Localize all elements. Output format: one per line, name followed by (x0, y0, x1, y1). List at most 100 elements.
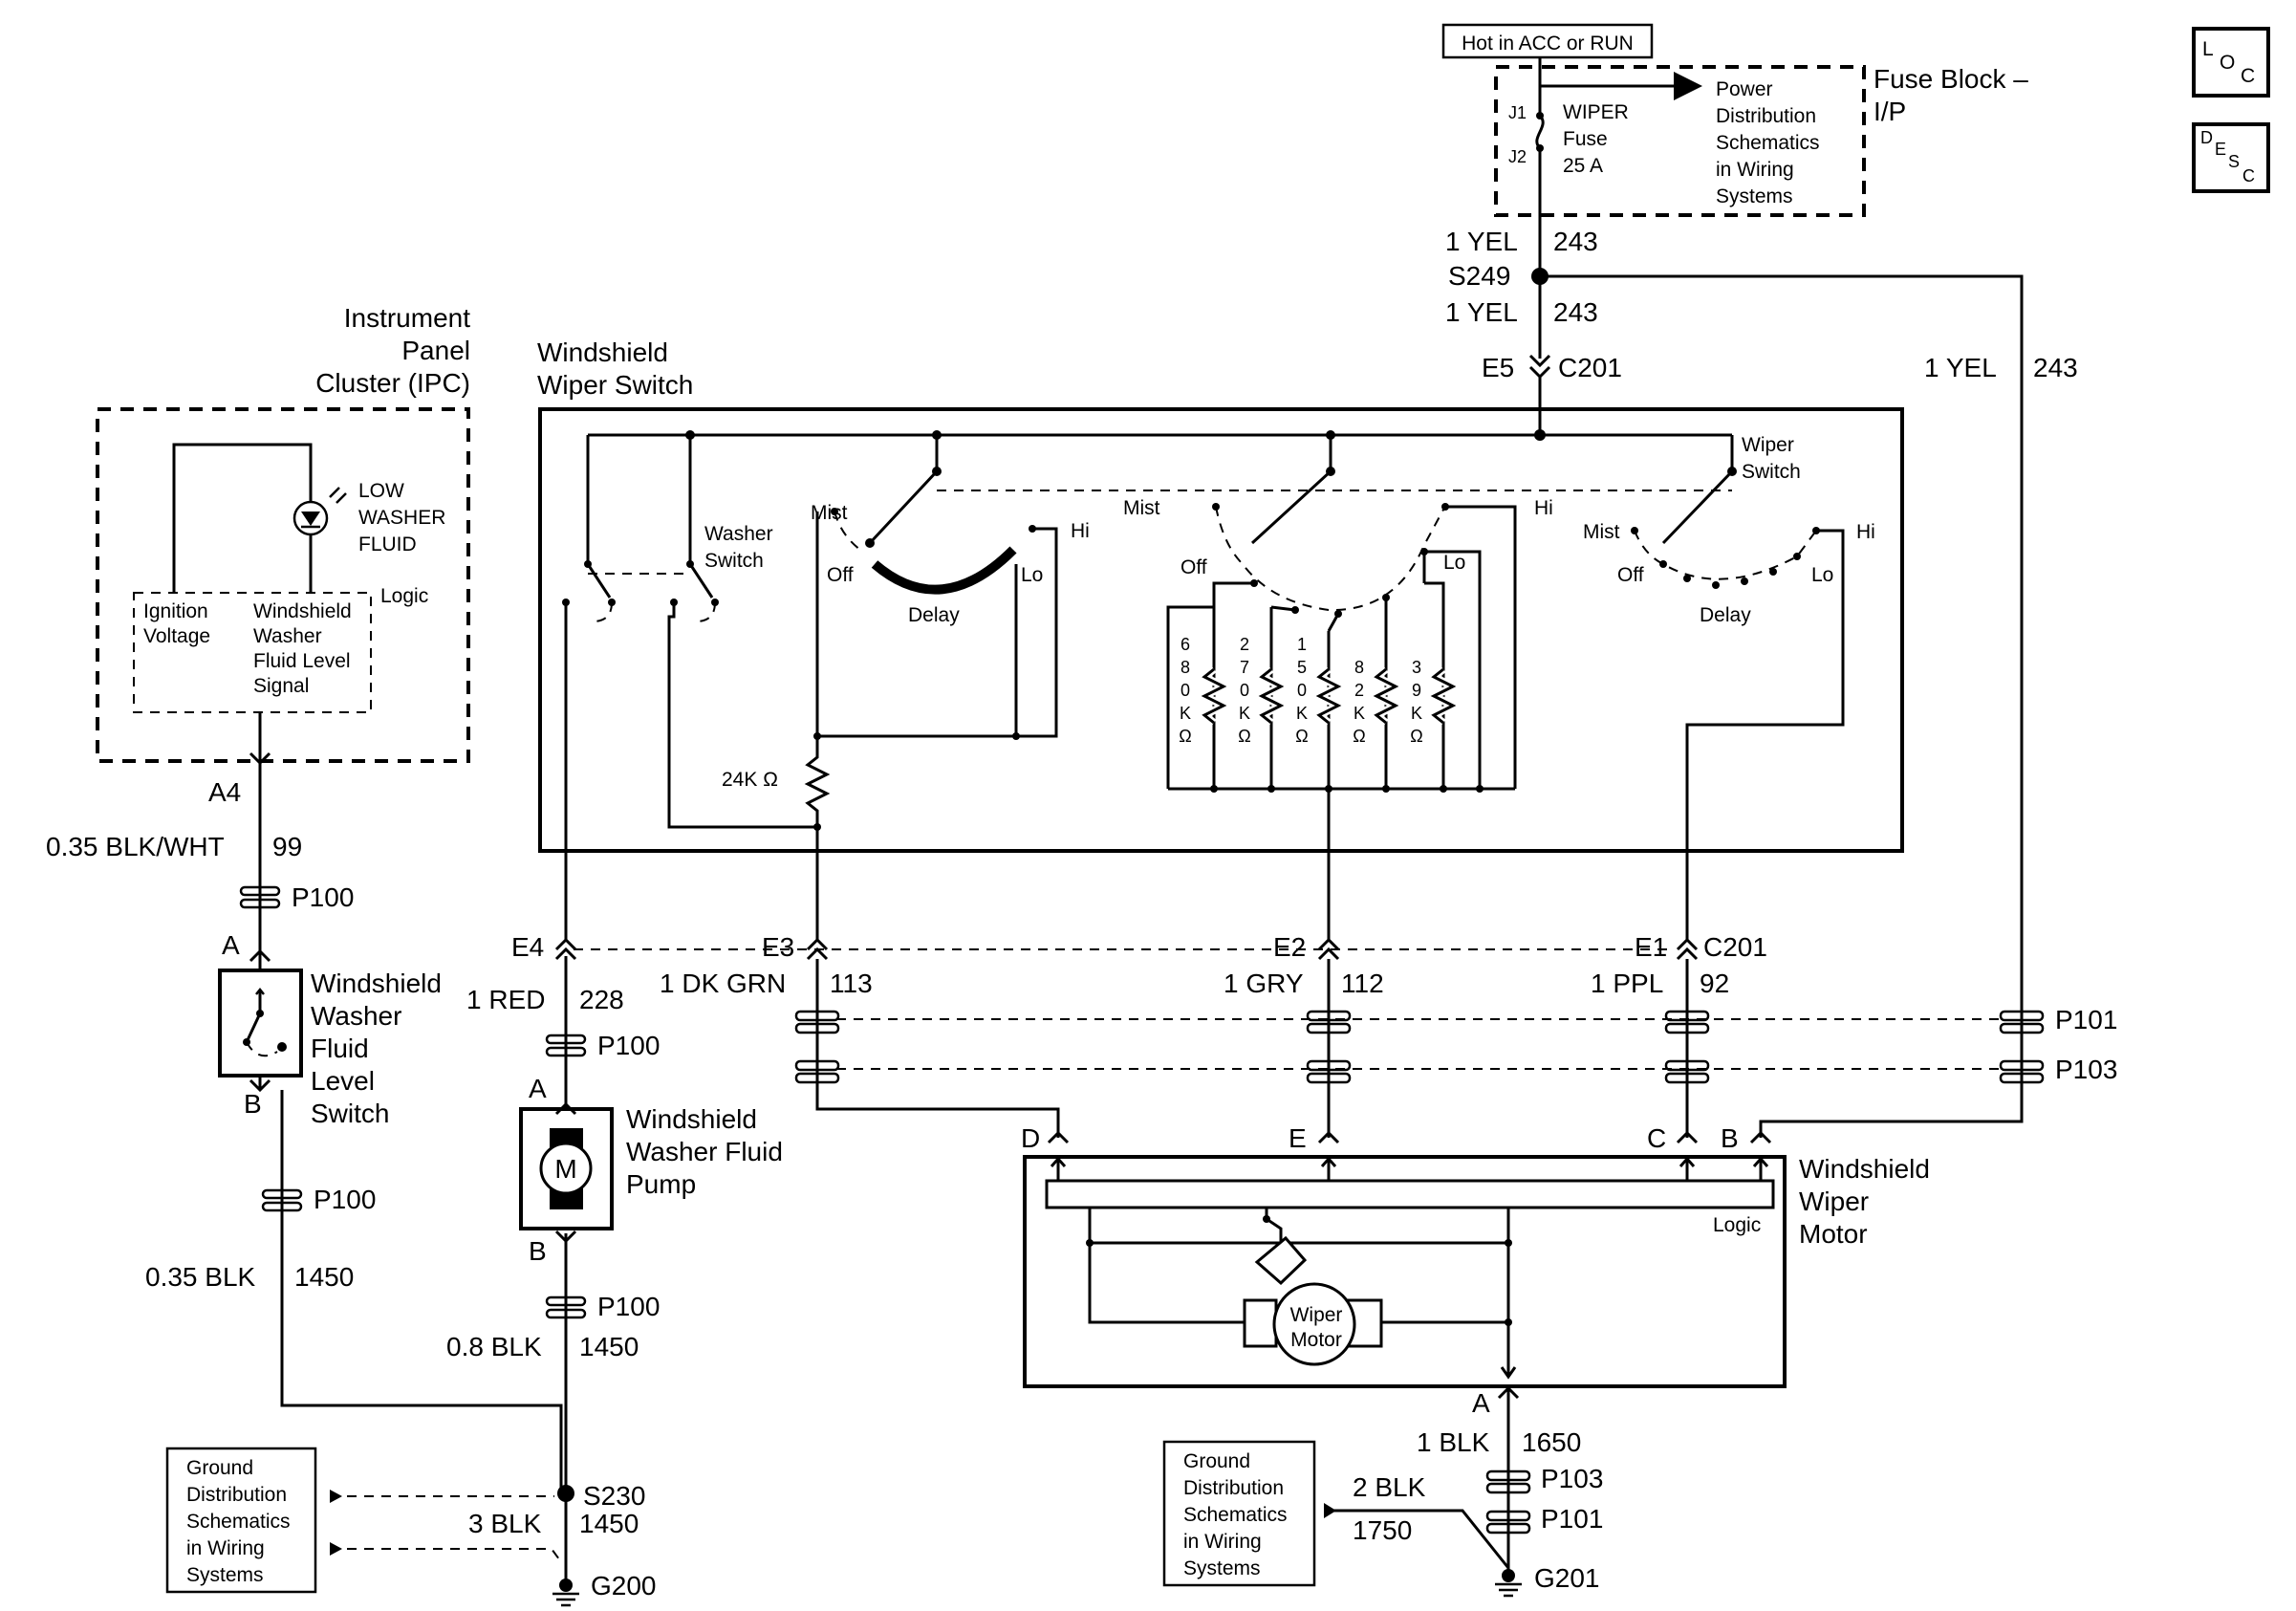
svg-text:Fluid Level: Fluid Level (253, 650, 351, 672)
svg-text:Schematics: Schematics (1183, 1504, 1288, 1526)
svg-text:Lo: Lo (1443, 552, 1465, 574)
p101-p103-inline-connectors-icon (794, 1010, 2045, 1084)
svg-text:C: C (2242, 166, 2255, 185)
svg-text:P100: P100 (292, 882, 354, 912)
svg-text:Hot in ACC or RUN: Hot in ACC or RUN (1462, 33, 1634, 54)
svg-text:Washer: Washer (704, 523, 773, 545)
ground-distribution-ref-left: Ground Distribution Schematics in Wiring… (165, 1447, 563, 1594)
loc-icon[interactable]: L O C (2192, 27, 2270, 98)
svg-text:G201: G201 (1534, 1563, 1600, 1593)
svg-text:2: 2 (1240, 635, 1249, 654)
svg-text:Motor: Motor (1799, 1219, 1868, 1249)
svg-text:Ground: Ground (186, 1457, 253, 1479)
svg-text:B: B (1721, 1123, 1739, 1153)
svg-text:Off: Off (1180, 556, 1207, 578)
wire-0.35-blk-1450 (280, 1090, 563, 1493)
svg-text:9: 9 (1412, 681, 1421, 700)
connector-e5-icon (1528, 354, 1551, 380)
svg-text:E: E (2215, 140, 2226, 159)
svg-text:Level: Level (311, 1066, 375, 1096)
svg-text:1 PPL: 1 PPL (1591, 969, 1663, 998)
svg-text:Instrument: Instrument (344, 303, 470, 333)
svg-text:Fuse Block –: Fuse Block – (1874, 64, 2028, 94)
svg-text:S230: S230 (583, 1481, 645, 1511)
svg-text:in Wiring: in Wiring (1716, 159, 1794, 181)
svg-text:A: A (222, 930, 240, 960)
svg-text:Delay: Delay (1700, 604, 1751, 626)
svg-text:Mist: Mist (1583, 521, 1620, 543)
wiper-motor-icon: Wiper Motor (1243, 1235, 1383, 1366)
hot-in-acc-run-label: Hot in ACC or RUN (1441, 23, 1654, 59)
svg-text:1 YEL: 1 YEL (1924, 353, 1997, 382)
svg-text:K: K (1180, 704, 1191, 723)
svg-text:1: 1 (1297, 635, 1307, 654)
svg-text:113: 113 (830, 969, 873, 998)
svg-text:1450: 1450 (579, 1509, 639, 1538)
svg-text:Off: Off (827, 564, 854, 586)
svg-text:D: D (2200, 128, 2213, 147)
p100-inline-connector-icon (545, 1295, 587, 1319)
svg-text:Wiper Switch: Wiper Switch (537, 370, 693, 400)
svg-text:A: A (1472, 1388, 1490, 1418)
svg-text:0.35 BLK: 0.35 BLK (145, 1262, 256, 1292)
svg-text:P100: P100 (597, 1292, 660, 1321)
resistor-labels: 6 8 0 K Ω 2 7 0 K Ω 1 5 0 K Ω 8 2 K Ω 3 … (1179, 635, 1422, 746)
svg-text:228: 228 (579, 985, 624, 1014)
svg-text:Cluster (IPC): Cluster (IPC) (315, 368, 470, 398)
svg-text:Washer: Washer (311, 1001, 401, 1031)
svg-text:C201: C201 (1558, 353, 1622, 382)
svg-text:1750: 1750 (1353, 1515, 1412, 1545)
svg-text:E5: E5 (1482, 353, 1514, 382)
svg-text:K: K (1296, 704, 1308, 723)
windshield-washer-fluid-level-switch: Windshield Washer Fluid Level Switch (218, 969, 442, 1128)
svg-text:Washer: Washer (253, 625, 322, 647)
svg-text:243: 243 (2033, 353, 2078, 382)
wire-243-to-motor-b (1540, 274, 2024, 1012)
svg-text:Systems: Systems (1716, 185, 1793, 207)
low-washer-fluid-lamp-icon (292, 487, 347, 536)
svg-text:8: 8 (1180, 658, 1190, 677)
connector-a4-icon (249, 751, 271, 766)
svg-text:J2: J2 (1508, 147, 1527, 166)
svg-text:D: D (1021, 1123, 1040, 1153)
svg-text:Hi: Hi (1534, 497, 1553, 519)
svg-text:Power: Power (1716, 78, 1773, 100)
svg-text:C: C (2241, 65, 2255, 87)
svg-text:99: 99 (272, 832, 302, 861)
desc-icon[interactable]: D E S C (2192, 122, 2270, 193)
svg-text:5: 5 (1297, 658, 1307, 677)
svg-text:Wiper: Wiper (1799, 1186, 1869, 1216)
svg-text:Switch: Switch (1742, 461, 1801, 483)
svg-text:0: 0 (1240, 681, 1249, 700)
svg-text:1 YEL: 1 YEL (1445, 297, 1518, 327)
svg-text:Washer Fluid: Washer Fluid (626, 1137, 783, 1166)
windshield-washer-fluid-pump: M Windshield Washer Fluid Pump (519, 1104, 783, 1230)
svg-text:Systems: Systems (1183, 1557, 1261, 1579)
resistor-150k-icon (1310, 665, 1347, 727)
svg-text:0: 0 (1297, 681, 1307, 700)
svg-text:S: S (2228, 152, 2240, 171)
ground-distribution-ref-right: Ground Distribution Schematics in Wiring… (1162, 1440, 1316, 1587)
ground-g200-icon (552, 1578, 579, 1607)
svg-text:112: 112 (1341, 969, 1384, 998)
svg-text:O: O (2220, 52, 2235, 74)
svg-text:Schematics: Schematics (1716, 132, 1820, 154)
svg-text:Distribution: Distribution (186, 1484, 287, 1506)
svg-text:1450: 1450 (294, 1262, 354, 1292)
svg-text:Fluid: Fluid (311, 1034, 369, 1063)
fuse-block-ip: Fuse Block – I/P J1 J2 WIPER Fuse 25 A P… (1494, 57, 2028, 217)
svg-text:0.35 BLK/WHT: 0.35 BLK/WHT (46, 832, 225, 861)
svg-text:25 A: 25 A (1563, 155, 1603, 177)
connector-c201-icons (554, 937, 1699, 961)
resistor-270k-icon (1253, 665, 1289, 727)
svg-text:P103: P103 (1541, 1464, 1603, 1493)
svg-text:8: 8 (1354, 658, 1364, 677)
svg-text:Fuse: Fuse (1563, 128, 1608, 150)
svg-text:Ignition: Ignition (143, 600, 208, 622)
svg-text:P100: P100 (597, 1031, 660, 1060)
ground-g201-icon (1495, 1569, 1522, 1598)
svg-text:0.8 BLK: 0.8 BLK (446, 1332, 542, 1361)
svg-text:Mist: Mist (811, 502, 848, 524)
svg-text:Logic: Logic (380, 585, 428, 607)
svg-text:Hi: Hi (1071, 520, 1090, 542)
